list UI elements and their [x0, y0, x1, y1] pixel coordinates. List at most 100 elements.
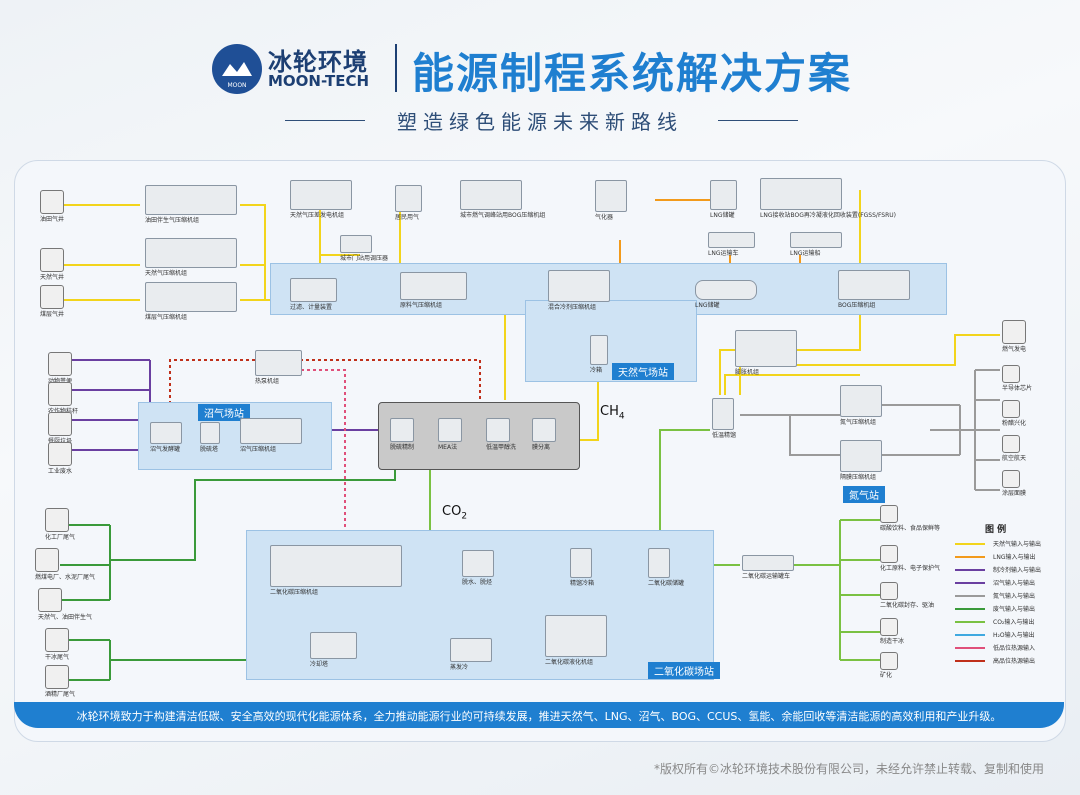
legend-swatch [955, 582, 985, 584]
legend-label: 制冷剂输入与输出 [993, 567, 1042, 574]
diaphragm-compressor: 隔膜压缩机组 [840, 440, 882, 481]
legend-label: 低品位热源输入 [993, 645, 1036, 652]
ch4-line [580, 360, 599, 441]
chemical-icon [880, 545, 898, 563]
source-kitchen-waste: 餐厨垃圾 [48, 412, 72, 445]
lng-truck: LNG运输车 [708, 232, 755, 257]
legend-item: 天然气输入与输出 [955, 538, 1065, 550]
beverage-icon [880, 505, 898, 523]
use-mineralization: 矿化 [880, 652, 898, 679]
use-aerospace: 航空航天 [1002, 435, 1026, 462]
legend-label: CO₂输入与输出 [993, 619, 1035, 626]
biogas-digester: 沼气发酵罐 [150, 422, 182, 453]
center-membrane: 膜分离 [532, 418, 556, 451]
co2-liquefaction-unit: 二氧化碳液化机组 [545, 615, 607, 666]
high-heat-line [169, 359, 481, 415]
power-line [724, 334, 1000, 395]
legend-item: 低品位热源输入 [955, 642, 1065, 654]
brand-name-en: MOON-TECH [268, 72, 370, 90]
source-power-cement-exhaust: 燃煤电厂、水泥厂尾气 [35, 548, 95, 581]
desulfurization-tower: 脱硫塔 [200, 422, 220, 453]
lng-tank-top: LNG储罐 [710, 180, 737, 219]
svg-text:MOON: MOON [227, 82, 246, 89]
compressor-oil-gas: 油田伴生气压缩机组 [145, 185, 237, 224]
use-semiconductor: 半导体芯片 [1002, 365, 1032, 392]
center-rectisol: 低温甲醇洗 [486, 418, 516, 451]
use-beverage: 碳酸饮料、食品保鲜等 [880, 505, 940, 532]
mixed-refrigerant-compressor: 混合冷剂压缩机组 [548, 270, 610, 311]
legend-swatch [955, 634, 985, 636]
legend-swatch [955, 556, 985, 558]
dry-ice-icon [45, 628, 69, 652]
legend-label: 高品位热源输出 [993, 658, 1036, 665]
legend-label: H₂O输入与输出 [993, 632, 1035, 639]
refinery-icon [38, 588, 62, 612]
cow-icon [48, 352, 72, 376]
lng-tank-station: LNG储罐 [695, 280, 757, 309]
rocket-icon [1002, 435, 1020, 453]
co2-to-nitrogen [659, 429, 710, 545]
zone-tag-co2: 二氧化碳场站 [648, 662, 720, 679]
footer-bar [14, 702, 1064, 728]
heat-pump-unit: 热泵机组 [255, 350, 302, 385]
zone-tag-biogas: 沼气场站 [198, 404, 250, 421]
source-alcohol-exhaust: 酒精厂尾气 [45, 665, 75, 698]
nitrogen-lines [740, 369, 1000, 491]
fgss-unit: LNG接收站BOG再冷凝液化回收装置(FGSS/FSRU) [760, 178, 896, 219]
turbine-icon [1002, 320, 1026, 344]
factory-icon [45, 508, 69, 532]
use-gas-power: 燃气发电 [1002, 320, 1026, 353]
biogas-compressor: 沼气压缩机组 [240, 418, 302, 453]
legend-item: LNG输入与输出 [955, 551, 1065, 563]
mineral-icon [880, 652, 898, 670]
use-chemical: 粉醋兴化 [1002, 400, 1026, 427]
legend-item: 制冷剂输入与输出 [955, 564, 1065, 576]
city-gate-regulator: 城市门站用调压器 [340, 235, 388, 262]
source-oil-well: 油田气井 [40, 190, 64, 223]
source-manure: 动物粪便 [48, 352, 72, 385]
coating-icon [1002, 470, 1020, 488]
zone-tag-nitrogen: 氮气站 [843, 486, 885, 503]
exhaust-lines-2 [60, 590, 271, 681]
center-mea: MEA法 [438, 418, 462, 451]
chip-icon [1002, 365, 1020, 383]
legend-swatch [955, 621, 985, 623]
power-plant-icon [35, 548, 59, 572]
legend-label: 天然气输入与输出 [993, 541, 1042, 548]
source-gas-well: 天然气井 [40, 248, 64, 281]
distillery-icon [45, 665, 69, 689]
cooling-tower: 冷却塔 [310, 632, 357, 668]
page-subtitle: 塑造绿色能源未来新路线 [397, 110, 683, 134]
pump-jack-icon [40, 285, 64, 309]
legend-label: 沼气输入与输出 [993, 580, 1036, 587]
co2-label: CO2 [442, 504, 468, 522]
legend-label: 废气输入与输出 [993, 606, 1036, 613]
machine-icon [1002, 400, 1020, 418]
straw-icon [48, 382, 72, 406]
well-icon [40, 190, 64, 214]
compressor-natural-gas: 天然气压缩机组 [145, 238, 237, 277]
city-bog-compressor: 城市燃气调峰站用BOG压缩机组 [460, 180, 545, 219]
source-dry-ice-exhaust: 干冰尾气 [45, 628, 69, 661]
copyright-notice: *版权所有©冰轮环境技术股份有限公司，未经允许禁止转载、复制和使用 [653, 762, 1044, 776]
use-dry-ice: 制造干冰 [880, 618, 904, 645]
expander-unit: 膨胀机组 [735, 330, 797, 376]
brand-logo: MOON [212, 44, 262, 94]
mountain-logo-icon: MOON [222, 62, 252, 89]
footer-statement: 冰轮环境致力于构建清洁低碳、安全高效的现代化能源体系，全力推动能源行业的可持续发… [76, 710, 1002, 723]
cryogenic-distillation: 低温精馏 [712, 398, 736, 439]
exhaust-lines [60, 470, 396, 601]
compressor-coalbed: 煤层气压缩机组 [145, 282, 237, 321]
ng-source-lines [60, 204, 140, 301]
co2-tanker: 二氧化碳运输罐车 [742, 555, 794, 580]
legend-swatch [955, 608, 985, 610]
trash-icon [48, 412, 72, 436]
nitrogen-compressor: 氮气压缩机组 [840, 385, 882, 426]
legend-item: 高品位热源输出 [955, 655, 1065, 667]
subtitle-line-right [718, 120, 798, 121]
page-title: 能源制程系统解决方案 [412, 49, 853, 98]
low-heat-line [300, 369, 346, 545]
use-coating: 涂层面膜 [1002, 470, 1026, 497]
legend-item: CO₂输入与输出 [955, 616, 1065, 628]
brand-name-cn: 冰轮环境 [268, 48, 368, 76]
